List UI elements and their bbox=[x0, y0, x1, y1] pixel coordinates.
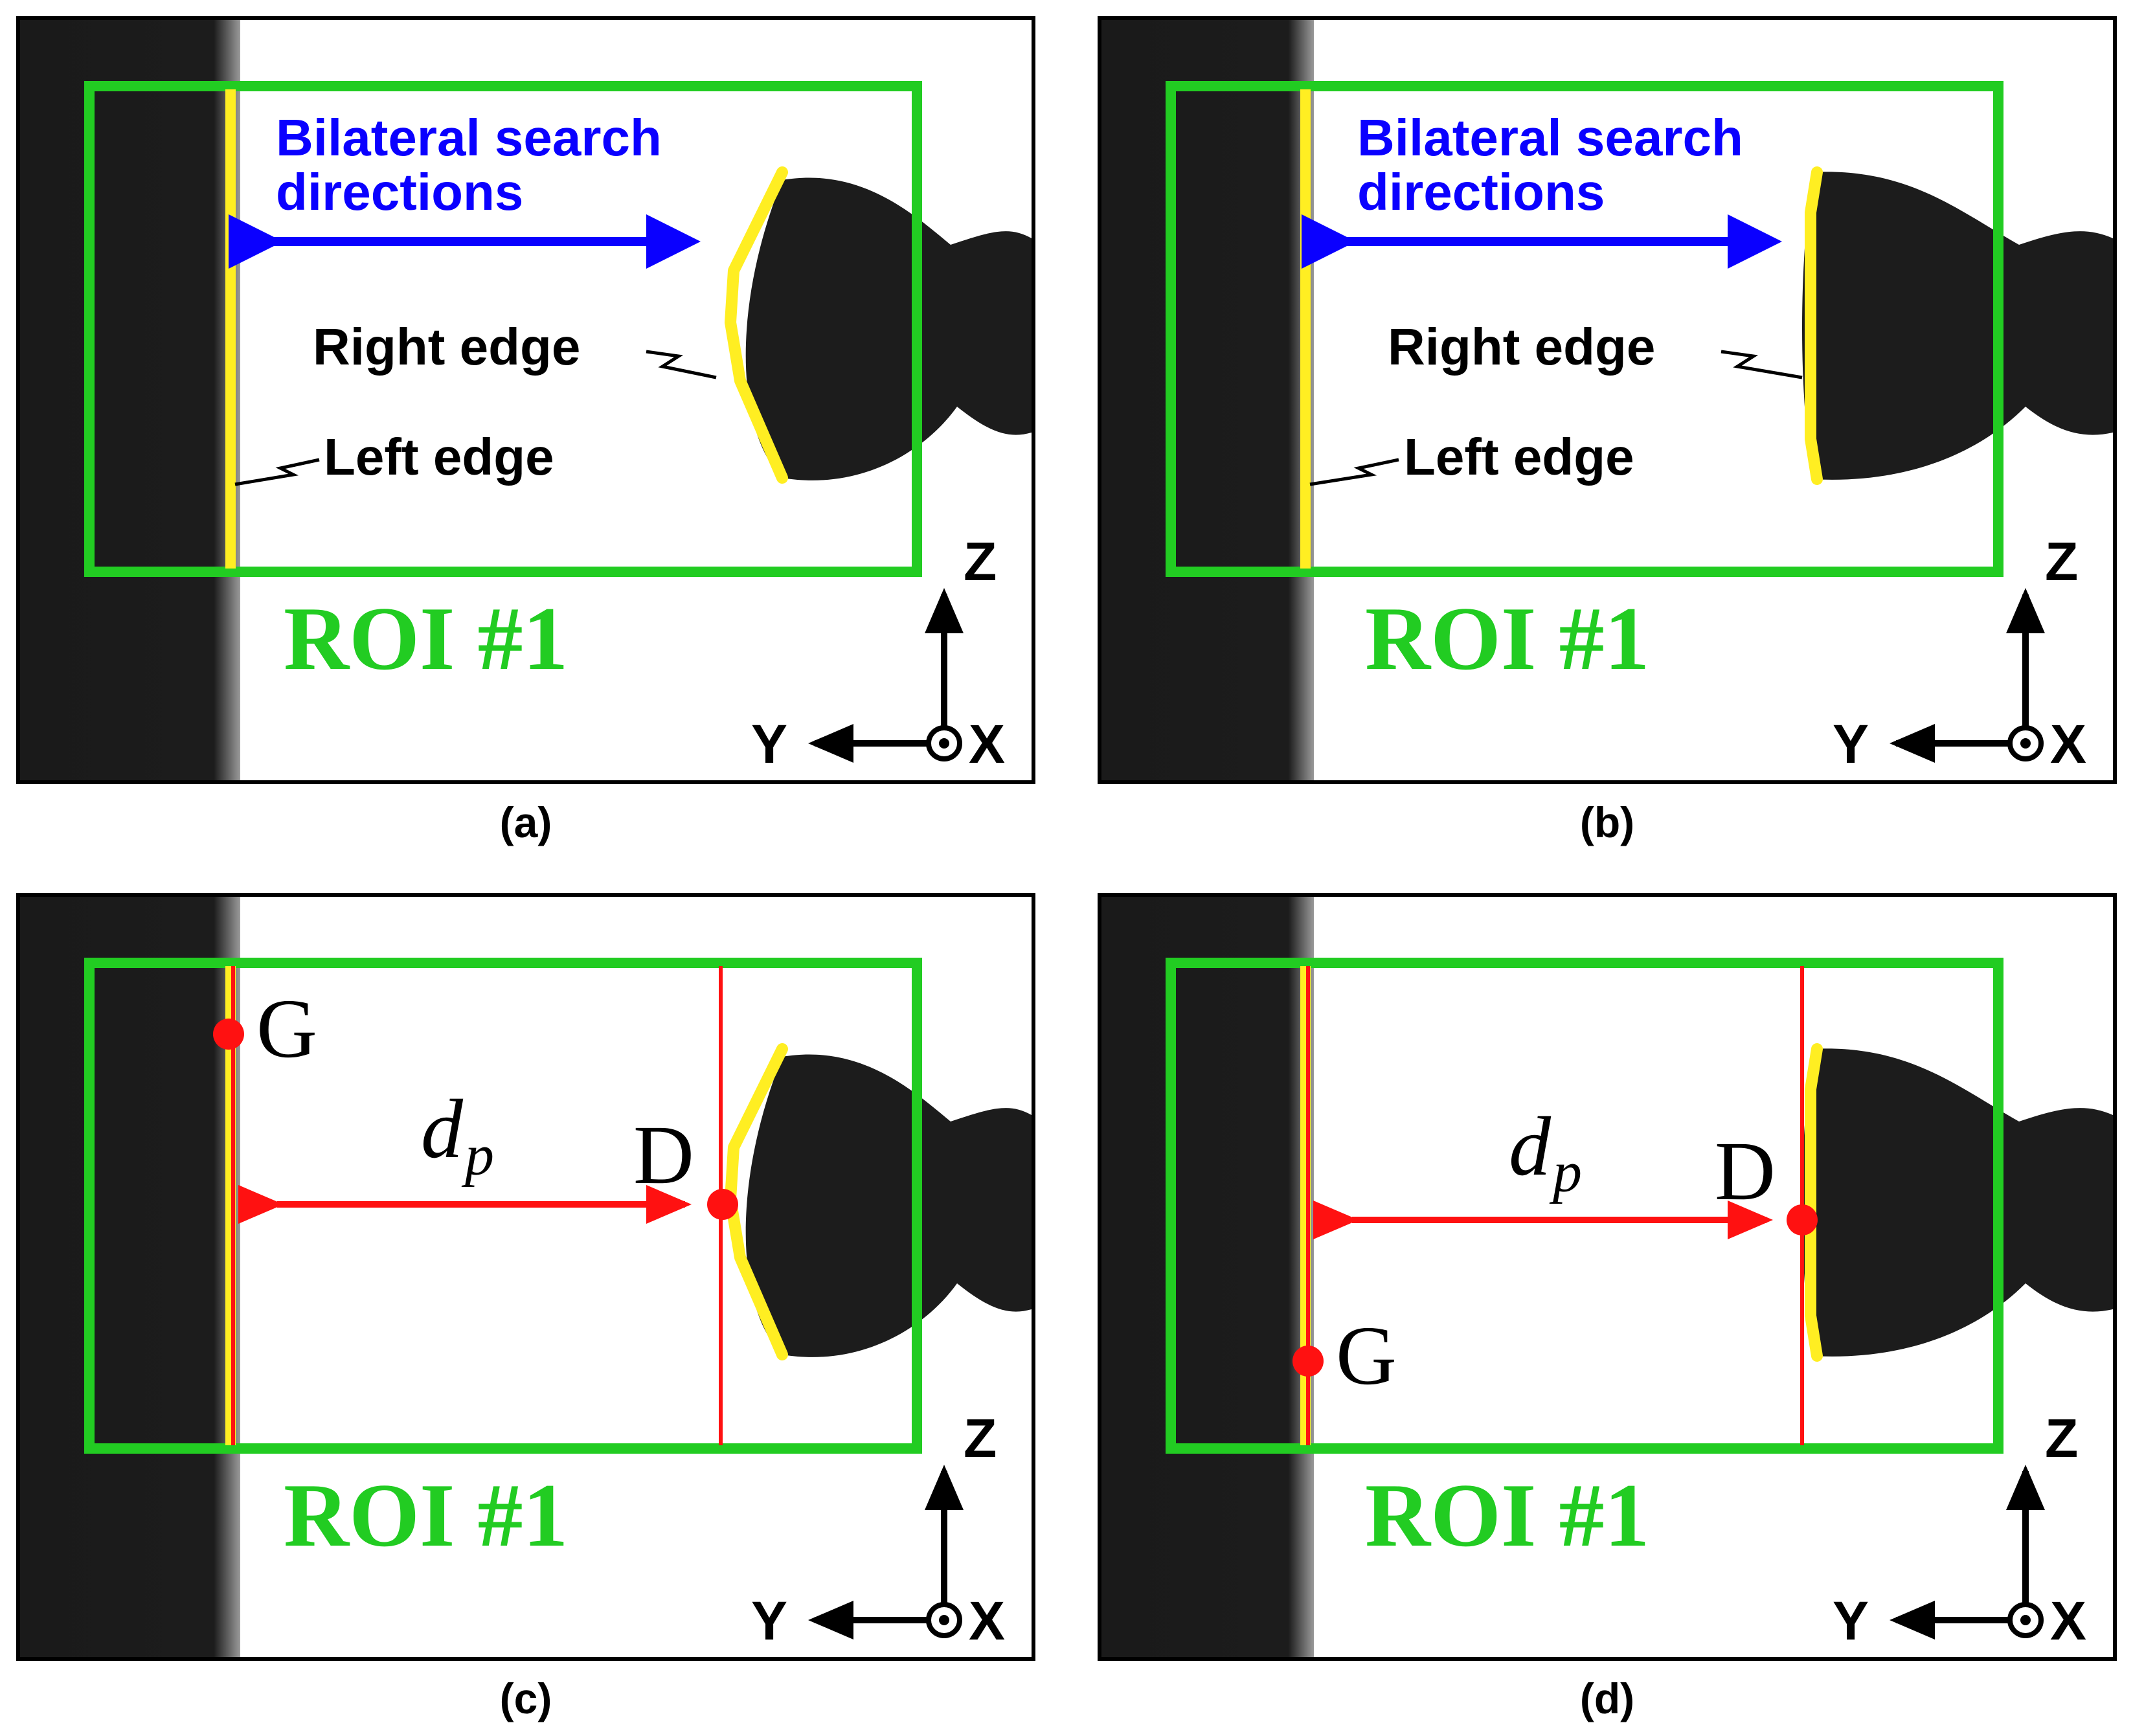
left-edge-label: Left edge bbox=[1404, 428, 1634, 486]
point-g-label: G bbox=[256, 982, 317, 1076]
left-electrode bbox=[20, 897, 240, 1657]
droplet bbox=[745, 1054, 1032, 1357]
panel-b-caption: (b) bbox=[1580, 798, 1634, 846]
point-g-marker bbox=[213, 1019, 244, 1050]
point-d-label: D bbox=[1715, 1125, 1776, 1218]
axis-x-label: X bbox=[2050, 1590, 2086, 1651]
left-edge-label: Left edge bbox=[324, 428, 554, 486]
distance-symbol: d bbox=[1509, 1100, 1552, 1193]
droplet bbox=[1802, 1048, 2113, 1357]
coordinate-axes: Z Y X bbox=[1833, 531, 2086, 774]
panel-a-caption: (a) bbox=[500, 798, 552, 846]
roi-label: ROI #1 bbox=[284, 589, 568, 689]
left-electrode bbox=[20, 20, 240, 780]
roi-label: ROI #1 bbox=[1365, 589, 1649, 689]
axis-y-label: Y bbox=[751, 714, 787, 774]
axis-z-label: Z bbox=[2045, 531, 2078, 592]
axis-y-label: Y bbox=[1833, 714, 1869, 774]
coordinate-axes: Z Y X bbox=[751, 531, 1005, 774]
axis-y-label: Y bbox=[751, 1590, 787, 1651]
droplet bbox=[745, 177, 1032, 480]
search-label-line1: Bilateral search bbox=[1357, 109, 1743, 166]
axis-y-label: Y bbox=[1833, 1590, 1869, 1651]
distance-subscript: p bbox=[461, 1123, 494, 1188]
droplet bbox=[1802, 172, 2113, 480]
right-edge-curve bbox=[725, 166, 788, 484]
left-electrode bbox=[1101, 897, 1314, 1657]
point-d-marker bbox=[707, 1189, 738, 1220]
coordinate-axes: Z Y X bbox=[1833, 1408, 2086, 1651]
roi-box bbox=[84, 958, 922, 1454]
search-label-line1: Bilateral search bbox=[276, 109, 662, 166]
roi-box bbox=[1166, 958, 2003, 1454]
axis-x-label: X bbox=[969, 1590, 1005, 1651]
axis-z-label: Z bbox=[2045, 1408, 2078, 1469]
right-edge-curve bbox=[1805, 166, 1823, 485]
search-label-line2: directions bbox=[1357, 163, 1605, 221]
left-edge-leader bbox=[234, 458, 320, 486]
point-g-label: G bbox=[1336, 1309, 1397, 1403]
roi-box bbox=[84, 81, 922, 577]
axis-z-label: Z bbox=[964, 531, 997, 592]
axis-z-label: Z bbox=[964, 1408, 997, 1469]
axis-x-label: X bbox=[969, 714, 1005, 774]
distance-subscript: p bbox=[1549, 1140, 1582, 1204]
point-d-label: D bbox=[633, 1109, 694, 1202]
left-electrode bbox=[1101, 20, 1314, 780]
point-g-marker bbox=[1292, 1346, 1324, 1377]
left-edge-leader bbox=[1309, 458, 1399, 486]
panel-d-caption: (d) bbox=[1580, 1674, 1634, 1722]
panel-c-caption: (c) bbox=[500, 1674, 552, 1722]
point-d-marker bbox=[1787, 1204, 1818, 1235]
search-label-line2: directions bbox=[276, 163, 523, 221]
panel-c: G D d p ROI #1 Z Y X bbox=[16, 893, 1035, 1661]
panel-a: Bilateral search directions Right edge L… bbox=[16, 16, 1035, 784]
roi-label: ROI #1 bbox=[1365, 1465, 1649, 1566]
distance-symbol: d bbox=[421, 1083, 464, 1176]
right-edge-label: Right edge bbox=[1388, 318, 1655, 376]
panel-b: Bilateral search directions Right edge L… bbox=[1098, 16, 2117, 784]
right-edge-leader bbox=[646, 350, 717, 379]
coordinate-axes: Z Y X bbox=[751, 1408, 1005, 1651]
right-edge-label: Right edge bbox=[313, 318, 580, 376]
right-edge-curve bbox=[1805, 1043, 1823, 1362]
panel-d: G D d p ROI #1 Z Y X bbox=[1098, 893, 2117, 1661]
roi-label: ROI #1 bbox=[284, 1465, 568, 1566]
right-edge-leader bbox=[1721, 350, 1803, 379]
roi-box bbox=[1166, 81, 2003, 577]
axis-x-label: X bbox=[2050, 714, 2086, 774]
